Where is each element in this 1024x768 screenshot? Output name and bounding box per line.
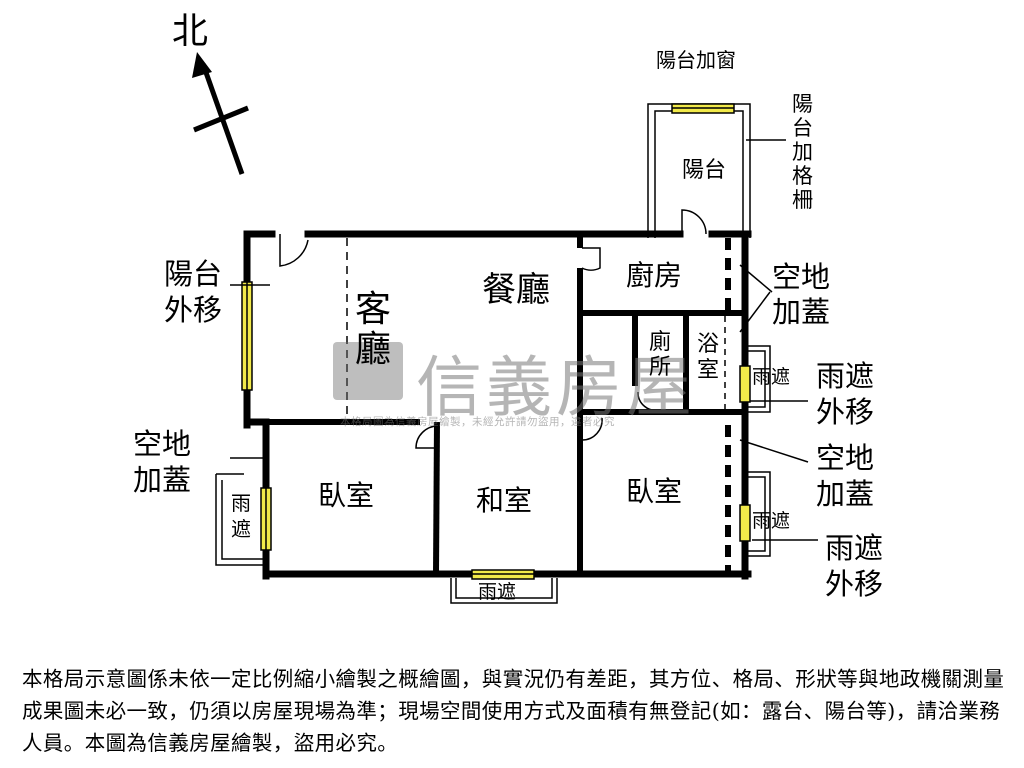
- room-label-dining: 餐廳: [482, 270, 550, 310]
- annotation-rain-cover-left: 雨遮: [231, 491, 251, 541]
- annotation-rain-cover-bottom: 雨遮: [478, 581, 517, 603]
- room-label-kitchen: 廚房: [626, 259, 683, 292]
- interior-walls: [247, 234, 745, 575]
- room-label-japanese-room: 和室: [476, 484, 533, 517]
- annotation-balcony-moved-out: 陽台外移: [164, 257, 223, 327]
- room-label-balcony: 陽台: [682, 158, 727, 183]
- annotation-balcony-grille: 陽台加格柵: [792, 92, 813, 212]
- rain-cover-outlines: [215, 345, 771, 604]
- leader-lines: [230, 139, 818, 541]
- annotation-void-covered-top: 空地加蓋: [772, 260, 831, 329]
- annotation-balcony-window: 陽台加窗: [656, 48, 736, 72]
- room-label-bath: 浴室: [697, 332, 720, 383]
- annotation-rain-cover-out-1: 雨遮外移: [816, 359, 875, 429]
- windows: [241, 103, 751, 580]
- floor-plan: [192, 52, 818, 604]
- disclaimer-text: 本格局示意圖係未依一定比例縮小繪製之概繪圖，與實況仍有差距，其方位、格局、形狀等…: [22, 667, 1005, 755]
- annotation-void-covered-left: 空地加蓋: [133, 427, 192, 497]
- door-swings: [279, 209, 707, 449]
- room-label-bedroom-left: 臥室: [318, 479, 375, 512]
- watermark-small-text: 本格局圖為信義房屋繪製，未經允許請勿盜用，違者必究: [340, 416, 615, 428]
- north-arrow-icon: [192, 52, 249, 175]
- watermark-logo-icon: [333, 342, 403, 400]
- annotation-rain-cover-right-1: 雨遮: [752, 366, 791, 388]
- room-label-toilet: 廁所: [649, 330, 672, 380]
- dashed-partitions: [263, 238, 731, 572]
- room-label-bedroom-right: 臥室: [626, 475, 683, 508]
- north-label: 北: [172, 11, 209, 52]
- annotation-rain-cover-out-2: 雨遮外移: [825, 531, 884, 601]
- watermark-brand: 信義房屋: [416, 349, 696, 426]
- annotation-void-covered-right: 空地加蓋: [816, 441, 875, 511]
- annotation-rain-cover-right-2: 雨遮: [752, 510, 791, 532]
- room-label-living: 客廳: [355, 289, 392, 370]
